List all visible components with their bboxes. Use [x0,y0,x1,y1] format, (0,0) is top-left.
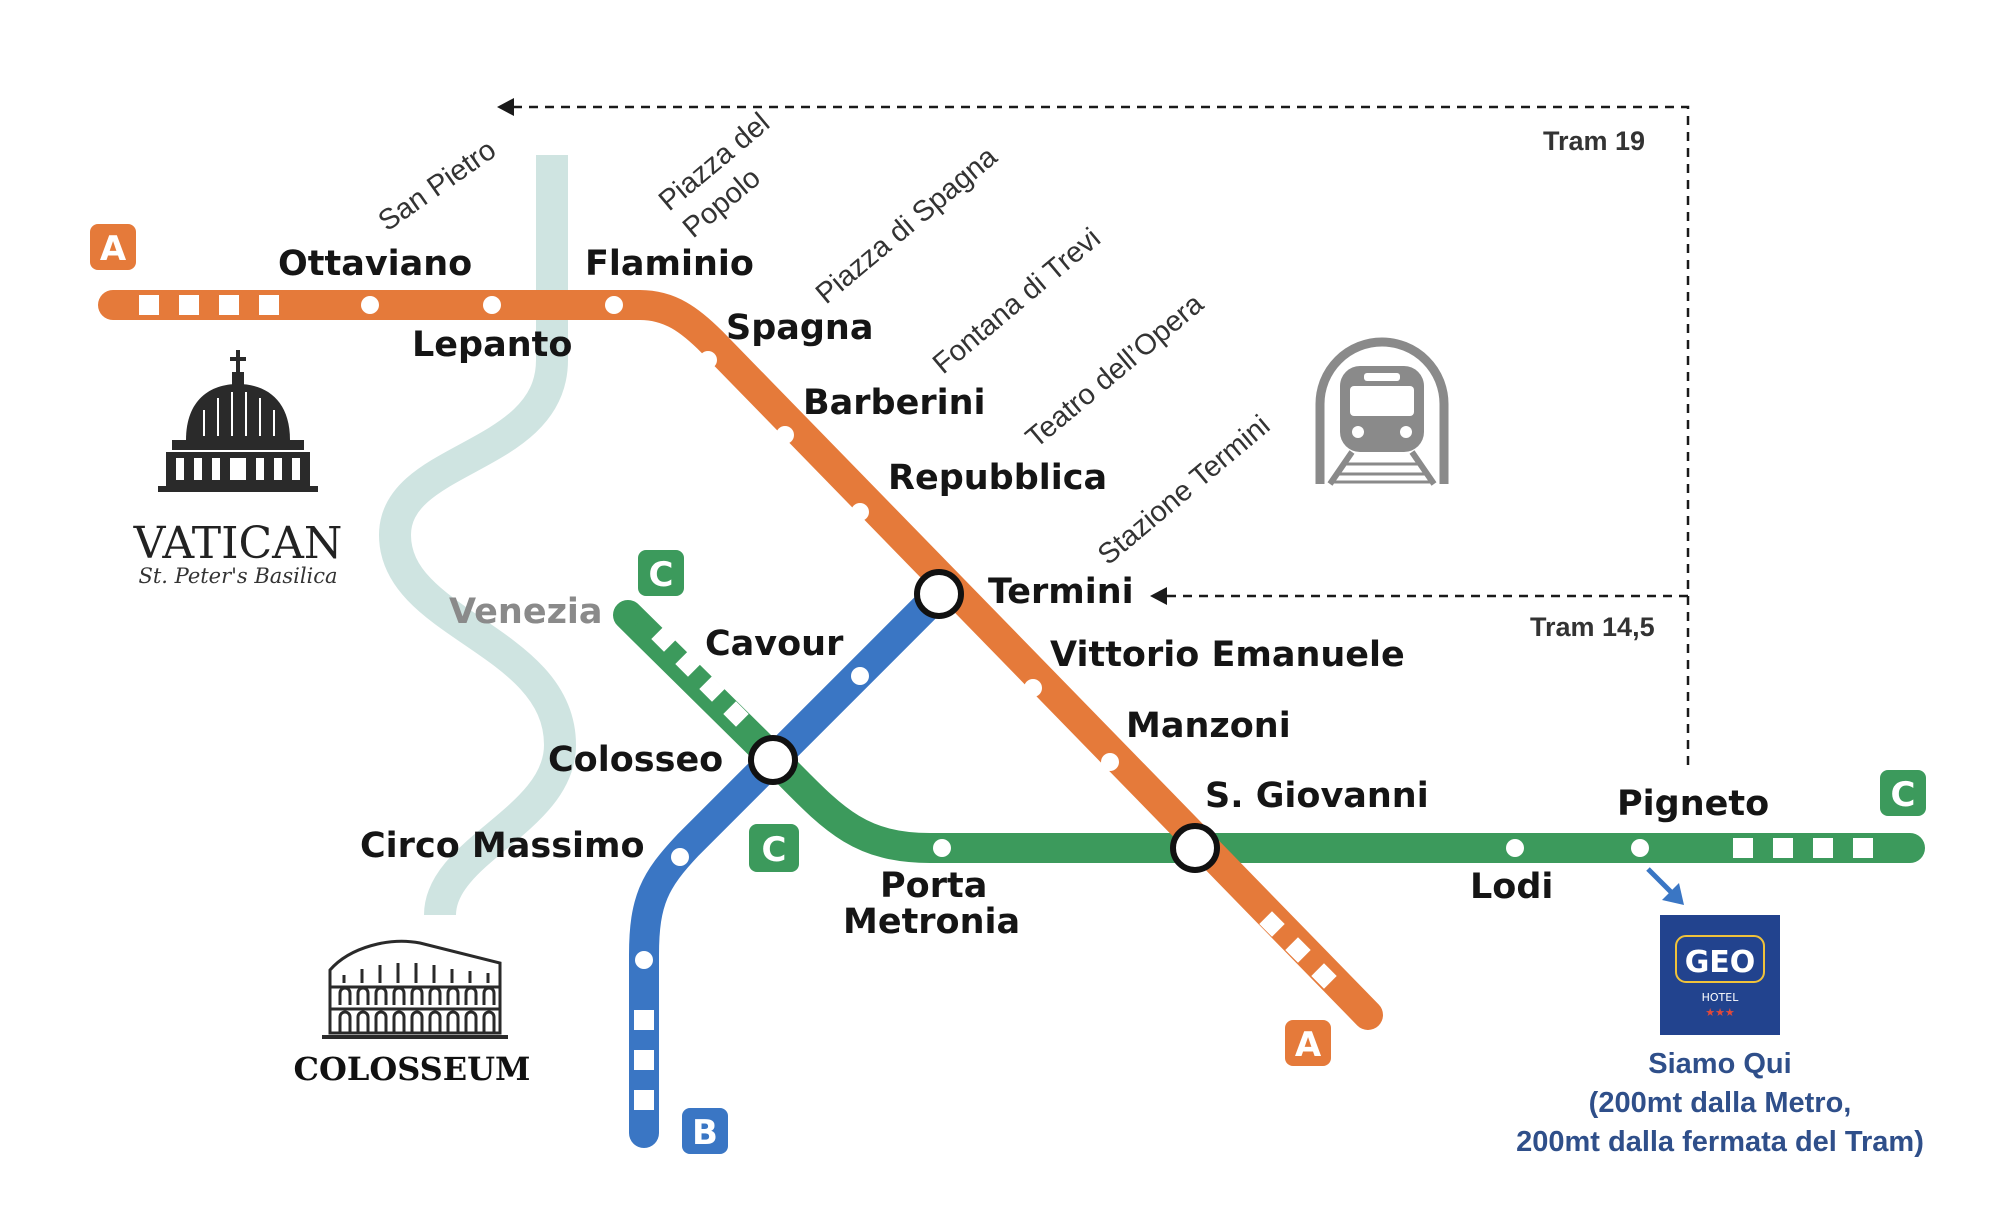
badge-a-top-label: A [100,229,127,269]
vatican-title: VATICAN [133,518,343,569]
badge-b-label: B [692,1113,718,1153]
label-barberini: Barberini [803,383,986,423]
stop-pigneto [1631,839,1649,857]
label-lodi: Lodi [1470,867,1553,907]
stop-venezia [615,602,641,628]
label-circo-massimo: Circo Massimo [360,826,645,866]
label-flaminio: Flaminio [585,244,754,284]
label-lepanto: Lepanto [412,325,572,365]
stop-spagna [699,351,717,369]
label-termini: Termini [988,572,1134,612]
hotel-line-3: 200mt dalla fermata del Tram) [1516,1126,1924,1158]
tram-14-5-label: Tram 14,5 [1530,612,1655,642]
label-s-giovanni: S. Giovanni [1205,776,1429,816]
landmark-san-pietro: San Pietro [373,134,502,238]
label-metronia: Metronia [843,902,1020,942]
station-dots [361,296,1649,969]
stop-ottaviano [361,296,379,314]
badge-c-mid-label: C [762,830,787,870]
stop-b-1 [635,951,653,969]
badge-a-top [90,224,136,270]
stop-circo-massimo [671,848,689,866]
badge-b [682,1108,728,1154]
landmark-piazza-di-spagna: Piazza di Spagna [810,140,1004,310]
stop-barberini [776,426,794,444]
stop-vittorio-emanuele [1024,679,1042,697]
vatican-subtitle: St. Peter's Basilica [138,564,337,588]
label-pigneto: Pigneto [1617,784,1769,824]
label-manzoni: Manzoni [1126,706,1291,746]
station-labels: Ottaviano Lepanto Flaminio Spagna Barber… [278,244,1769,942]
stop-flaminio [605,296,623,314]
tiber-river [378,155,577,917]
badge-a-bottom-label: A [1295,1025,1322,1065]
landmark-teatro-opera: Teatro dell’Opera [1020,287,1210,454]
colosseum-title: COLOSSEUM [294,1050,531,1088]
badge-c-east [1880,770,1926,816]
badge-c-mid [749,824,799,872]
train-tunnel-icon [1315,337,1449,486]
label-repubblica: Repubblica [888,458,1107,498]
arrow-down-right-icon [1646,867,1684,905]
label-venezia: Venezia [449,592,603,632]
tram-routes [512,105,1690,765]
badge-a-bottom [1285,1020,1331,1066]
badge-c-west [638,550,684,596]
landmark-stazione-termini: Stazione Termini [1092,409,1276,571]
hotel-logo-sub: HOTEL [1702,991,1740,1004]
basilica-icon [158,350,318,492]
interchange-s-giovanni [1170,823,1220,873]
interchange-termini [914,569,964,619]
label-cavour: Cavour [705,624,844,664]
label-vittorio-emanuele: Vittorio Emanuele [1050,635,1405,675]
stop-manzoni [1101,753,1119,771]
label-ottaviano: Ottaviano [278,244,472,284]
line-badges: A A B C C C [90,224,1926,1154]
hotel-line-1: Siamo Qui [1648,1048,1791,1080]
landmark-fontana-di-trevi: Fontana di Trevi [927,222,1107,380]
tram-19-route [512,105,1690,765]
tram-19-label: Tram 19 [1543,126,1645,156]
tram-14-5-arrowhead [1150,587,1167,605]
hotel-logo-stars: ★★★ [1705,1006,1735,1019]
label-spagna: Spagna [726,308,873,348]
line-a [98,290,1383,1030]
stop-cavour [851,667,869,685]
hotel-logo-text: GEO [1685,945,1756,980]
hotel-line-2: (200mt dalla Metro, [1589,1087,1852,1119]
interchanges [748,569,1220,873]
stop-porta-metronia [933,839,951,857]
interchange-colosseo [748,735,798,785]
label-porta: Porta [880,866,987,906]
hotel-logo: GEO HOTEL ★★★ [1660,915,1780,1035]
colosseum-icon [322,939,508,1039]
tram-19-arrowhead [497,98,514,116]
stop-repubblica [851,503,869,521]
badge-c-west-label: C [649,555,674,595]
badge-c-east-label: C [1891,775,1916,815]
label-colosseo: Colosseo [548,740,723,780]
stop-lodi [1506,839,1524,857]
stop-lepanto [483,296,501,314]
